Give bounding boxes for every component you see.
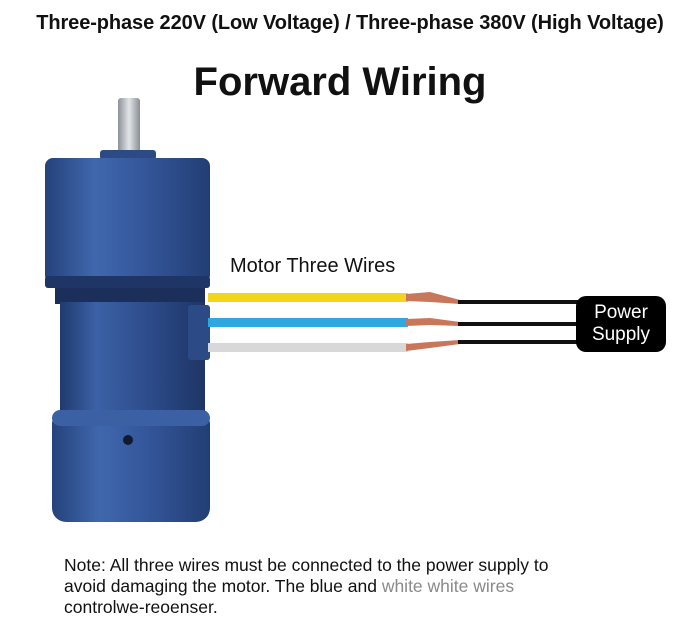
motor-shaft [118, 98, 140, 154]
copper-end-2 [406, 318, 460, 326]
motor-shaft-collar [100, 150, 156, 160]
copper-end-1 [406, 292, 460, 304]
wire-white [208, 343, 408, 352]
wire-yellow [208, 293, 408, 302]
motor-end-cap-rim [52, 410, 210, 426]
note-line2: avoid damaging the motor. The blue and w… [64, 576, 664, 597]
note-line1: Note: All three wires must be connected … [64, 555, 549, 575]
note-line2-main: avoid damaging the motor. The blue and [64, 576, 382, 596]
power-supply-line2: Supply [591, 324, 651, 345]
motor-gearbox [45, 158, 210, 283]
note-line3: controlwe-reoenser. [64, 597, 218, 617]
note-line2-faded: white white wires [381, 576, 515, 596]
motor-body [60, 302, 205, 417]
motor-wires-label: Motor Three Wires [230, 255, 396, 277]
header-voltage: Three-phase 220V (Low Voltage) / Three-p… [36, 12, 664, 34]
motor-end-cap [52, 410, 210, 522]
end-cap-screw [123, 435, 133, 445]
power-supply-box: Power Supply [576, 296, 666, 352]
power-supply-line1: Power [594, 302, 648, 323]
page-title: Forward Wiring [193, 60, 487, 104]
motor-spacer [55, 288, 205, 304]
copper-end-3 [406, 340, 460, 351]
motor-gearbox-rim [45, 276, 210, 288]
wire-blue [208, 318, 408, 327]
note-text: Note: All three wires must be connected … [64, 555, 664, 618]
wire-entry-box [188, 305, 210, 360]
